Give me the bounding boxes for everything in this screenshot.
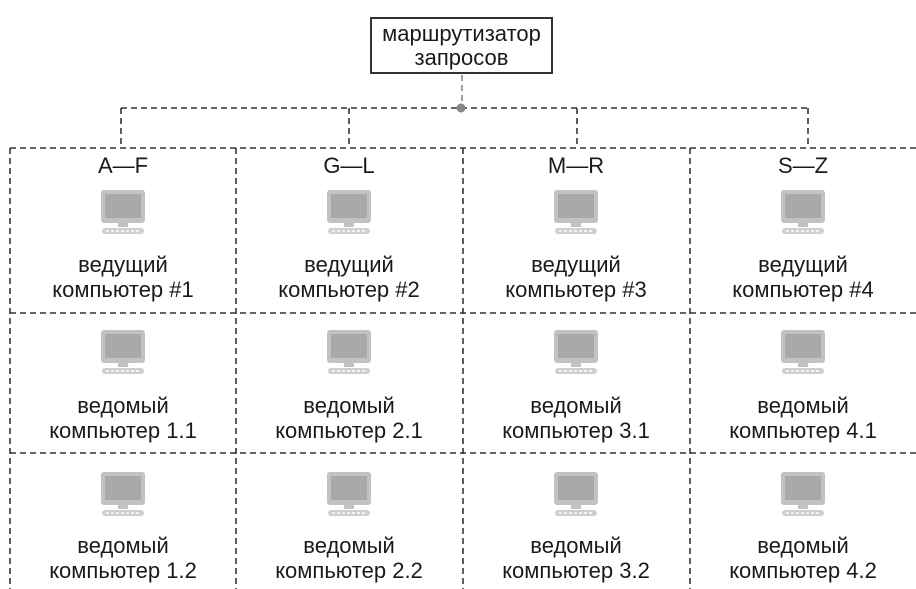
computer-icon [551,472,601,518]
master-computer-label-line1: ведущий [78,252,168,277]
computer-icon [778,190,828,236]
master-computer-label-line2: компьютер #1 [52,277,194,302]
slave-computer-label-line1: ведомый [757,533,849,558]
computer-icon [324,330,374,376]
computer-icon [98,472,148,518]
master-computer-label-line1: ведущий [758,252,848,277]
shard-range-label: M—R [547,153,605,178]
master-computer-label-line1: ведущий [531,252,621,277]
computer-icon [98,190,148,236]
shard-range-label: A—F [97,153,149,178]
master-computer-label-line2: компьютер #2 [278,277,420,302]
computer-icon [551,330,601,376]
slave-computer-label-line2: компьютер 4.1 [729,418,877,443]
shard-range-label: G—L [323,153,375,178]
computer-icon [98,330,148,376]
slave-computer-label-line1: ведомый [303,393,395,418]
request-router: маршрутизатор запросов [370,17,553,74]
master-computer-label-line2: компьютер #3 [505,277,647,302]
slave-computer-label-line2: компьютер 2.1 [275,418,423,443]
computer-icon [778,330,828,376]
slave-computer-label-line2: компьютер 3.1 [502,418,650,443]
slave-computer-label-line2: компьютер 4.2 [729,558,877,583]
slave-computer-label-line1: ведомый [303,533,395,558]
shard-range-label: S—Z [777,153,829,178]
slave-computer-label-line2: компьютер 1.1 [49,418,197,443]
router-label-line1: маршрутизатор [382,20,541,46]
slave-computer-label-line1: ведомый [757,393,849,418]
slave-computer-label-line1: ведомый [530,393,622,418]
slave-computer-label-line1: ведомый [530,533,622,558]
computer-icon [778,472,828,518]
slave-computer-label-line1: ведомый [77,393,169,418]
computer-icon [551,190,601,236]
slave-computer-label-line2: компьютер 3.2 [502,558,650,583]
slave-computer-label-line2: компьютер 1.2 [49,558,197,583]
slave-computer-label-line1: ведомый [77,533,169,558]
master-computer-label-line1: ведущий [304,252,394,277]
slave-computer-label-line2: компьютер 2.2 [275,558,423,583]
computer-icon [324,472,374,518]
junction-dot [456,103,466,113]
router-label-line2: запросов [414,44,509,70]
computer-icon [324,190,374,236]
master-computer-label-line2: компьютер #4 [732,277,874,302]
